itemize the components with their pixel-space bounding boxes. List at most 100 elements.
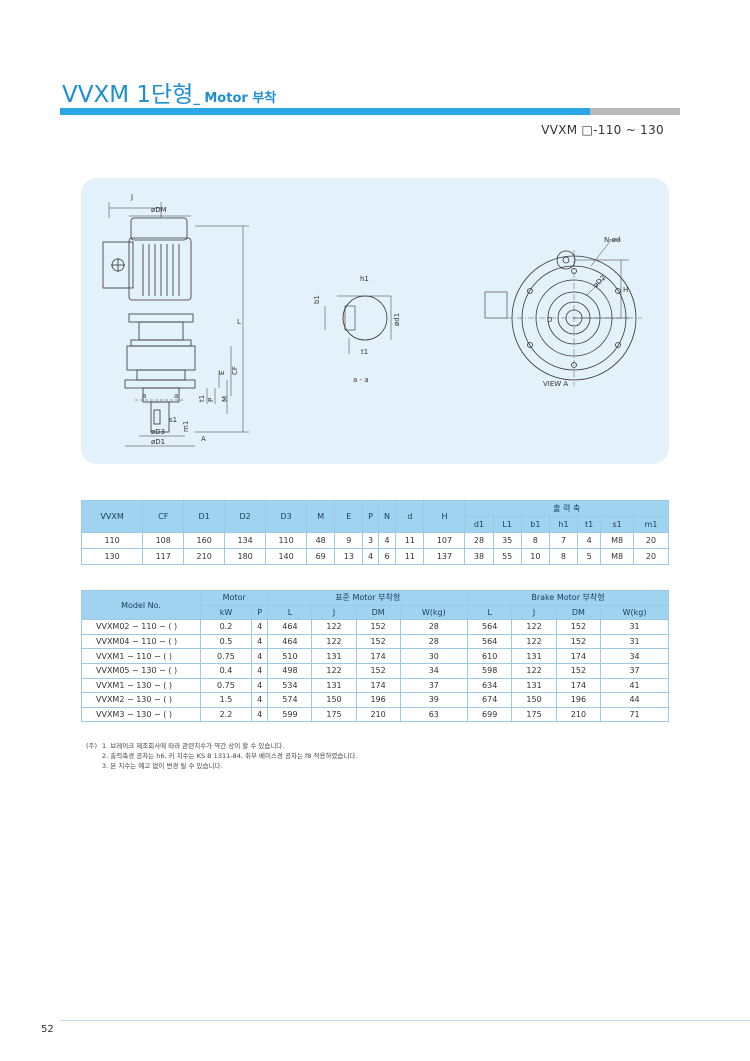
table-cell: M8	[600, 532, 634, 549]
label-M: M	[221, 396, 229, 402]
col-header: L	[466, 604, 513, 621]
table-cell: 11	[395, 548, 425, 565]
table-cell: 35	[492, 532, 522, 549]
label-DM: øDM	[151, 206, 167, 214]
title-underline-blue	[60, 108, 590, 115]
table-cell: 28	[399, 633, 468, 650]
title-underline-grey	[590, 108, 680, 115]
col-header: P	[250, 604, 269, 621]
table-cell: 28	[399, 619, 468, 635]
table-cell: 20	[632, 532, 670, 549]
table-cell: 150	[311, 692, 357, 708]
table-cell: 38	[464, 548, 494, 565]
table-cell: 610	[466, 648, 513, 664]
base-flange	[124, 379, 196, 389]
table-cell: 108	[142, 532, 185, 549]
table-cell: VVXM05 − 130 − ( )	[81, 662, 201, 679]
table-cell: 37	[399, 677, 468, 694]
table-cell: 699	[466, 706, 513, 723]
terminal-box	[102, 241, 134, 289]
output-shaft	[150, 401, 170, 433]
table-cell: 4	[250, 619, 269, 635]
table-cell: 4	[250, 662, 269, 679]
table-cell: 71	[600, 706, 669, 723]
table-cell: 4	[362, 548, 379, 565]
col-header: J	[511, 604, 557, 621]
label-CF: CF	[231, 366, 239, 375]
table-cell: 152	[555, 619, 602, 635]
label-m1: m1	[182, 421, 190, 432]
table-cell: 4	[250, 648, 269, 664]
table-cell: 0.75	[200, 677, 252, 694]
table-cell: 598	[466, 662, 513, 679]
table-cell: 210	[555, 706, 602, 723]
reducer-body	[126, 345, 196, 371]
table-cell: 34	[399, 662, 468, 679]
table-cell: 131	[311, 677, 357, 694]
table-cell: 107	[423, 532, 466, 549]
table-cell: VVXM04 − 110 − ( )	[81, 633, 201, 650]
page-number: 52	[41, 1024, 54, 1035]
technical-drawing: J øDM L E CF t1 P M a a s1 m1 øD3 øD1 A …	[102, 193, 642, 447]
table-cell: 174	[355, 677, 401, 694]
footer-divider	[60, 1020, 750, 1021]
table-cell: 31	[600, 619, 669, 635]
label-a-left: a	[142, 392, 146, 400]
col-header: E	[334, 500, 364, 533]
table-cell: 110	[80, 532, 144, 549]
table-cell: 44	[600, 692, 669, 708]
table-cell: 464	[267, 619, 313, 635]
table-cell: 0.75	[200, 648, 252, 664]
dimension-table: VVXM CF D1 D2 D3 M E P N d H 출 력 축 d1 L1…	[80, 500, 670, 565]
model-range: VVXM □-110 ~ 130	[541, 123, 664, 137]
table-cell: 130	[80, 548, 144, 565]
table-cell: 574	[267, 692, 313, 708]
table-cell: 69	[306, 548, 336, 565]
label-s1: s1	[169, 416, 177, 424]
table-cell: 41	[600, 677, 669, 694]
table-cell: 140	[265, 548, 308, 565]
motor-table-header: Model No. Motor 표준 Motor 부착형 Brake Motor…	[81, 589, 670, 621]
label-A-arrow: A	[201, 435, 206, 443]
table-cell: 210	[183, 548, 226, 565]
label-P: P	[207, 398, 215, 402]
col-header: DM	[555, 604, 602, 621]
table-cell: 4	[377, 532, 397, 549]
table-cell: 13	[334, 548, 364, 565]
note-item: 1. 브레이크 제조회사에 따라 관련치수가 약간 상이 할 수 있습니다.	[102, 742, 285, 750]
col-header: d	[395, 500, 425, 533]
table-cell: 122	[311, 633, 357, 650]
col-header: h1	[548, 516, 579, 533]
table-cell: 534	[267, 677, 313, 694]
table-cell: 11	[395, 532, 425, 549]
label-D1: øD1	[151, 438, 165, 446]
title-underline	[60, 108, 680, 115]
dimension-table-header: VVXM CF D1 D2 D3 M E P N d H 출 력 축 d1 L1…	[80, 500, 670, 533]
table-cell: 150	[511, 692, 557, 708]
table-cell: 210	[355, 706, 401, 723]
col-header: b1	[520, 516, 550, 533]
note-item: 3. 본 치수는 예고 없이 변경 될 수 있습니다.	[102, 762, 223, 770]
col-header: L1	[492, 516, 522, 533]
title-sub: _ Motor 부착	[193, 91, 277, 106]
table-cell: 0.2	[200, 619, 252, 635]
motor-table-model-header: Model No.	[81, 589, 201, 621]
table-cell: 7	[548, 532, 579, 549]
table-cell: 110	[265, 532, 308, 549]
motor-table: Model No. Motor 표준 Motor 부착형 Brake Motor…	[81, 589, 670, 723]
col-header: DM	[355, 604, 401, 621]
table-cell: 152	[355, 662, 401, 679]
table-cell: 28	[464, 532, 494, 549]
col-header: D2	[224, 500, 267, 533]
table-cell: 55	[492, 548, 522, 565]
table-cell: 4	[577, 532, 602, 549]
label-E: E	[218, 371, 226, 375]
col-header: W(kg)	[399, 604, 468, 621]
table-cell: 137	[423, 548, 466, 565]
label-t1-section: t1	[361, 348, 368, 356]
table-cell: 122	[511, 662, 557, 679]
col-header: W(kg)	[600, 604, 669, 621]
table-cell: 131	[311, 648, 357, 664]
